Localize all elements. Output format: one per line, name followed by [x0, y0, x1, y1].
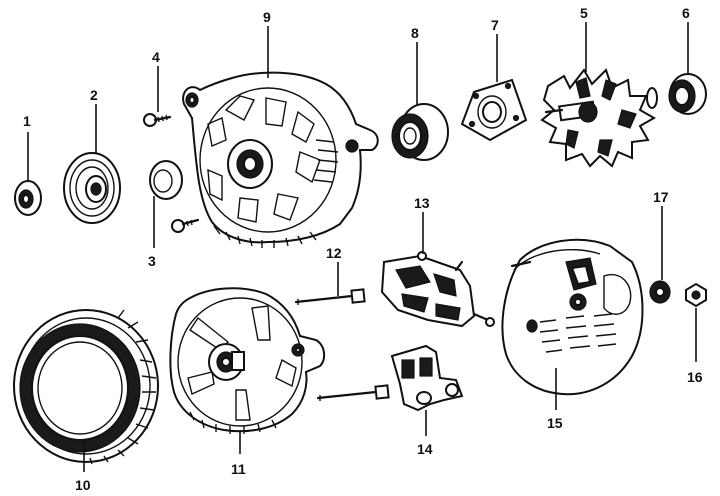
- label-16: 16: [687, 369, 703, 385]
- part-1-pulley-nut: [14, 180, 42, 216]
- part-16-terminal-nut: [685, 282, 707, 308]
- label-14: 14: [417, 441, 433, 457]
- label-12: 12: [326, 245, 342, 261]
- part-15-rear-cover: [501, 238, 644, 396]
- part-9-drive-end-frame: [182, 71, 379, 248]
- part-12-through-bolt-lower: [316, 384, 390, 401]
- label-2: 2: [90, 87, 98, 103]
- part-5-rotor: [540, 68, 658, 168]
- part-6-rear-bearing: [668, 73, 707, 115]
- part-14-brush-holder: [390, 344, 464, 412]
- label-3: 3: [148, 253, 156, 269]
- part-11-rectifier-end-frame: [169, 287, 326, 434]
- label-17: 17: [653, 189, 669, 205]
- label-7: 7: [491, 17, 499, 33]
- label-15: 15: [547, 415, 563, 431]
- part-7-retainer-plate: [460, 78, 528, 142]
- label-10: 10: [75, 477, 91, 493]
- label-13: 13: [414, 195, 430, 211]
- part-3-spacer-collar: [149, 160, 183, 200]
- part-13-rectifier: [380, 251, 495, 328]
- part-2-pulley: [63, 152, 121, 224]
- label-5: 5: [580, 5, 588, 21]
- part-17-terminal-insulator: [649, 280, 671, 304]
- part-4-screw-lower: [171, 218, 200, 233]
- part-4-screw-upper: [143, 113, 172, 127]
- label-8: 8: [411, 25, 419, 41]
- label-11: 11: [231, 461, 246, 477]
- part-12-through-bolt-upper: [294, 288, 366, 305]
- part-8-front-bearing: [391, 103, 449, 161]
- part-10-stator: [13, 309, 159, 465]
- label-9: 9: [263, 9, 271, 25]
- label-4: 4: [152, 49, 160, 65]
- label-1: 1: [23, 113, 31, 129]
- label-6: 6: [682, 5, 690, 21]
